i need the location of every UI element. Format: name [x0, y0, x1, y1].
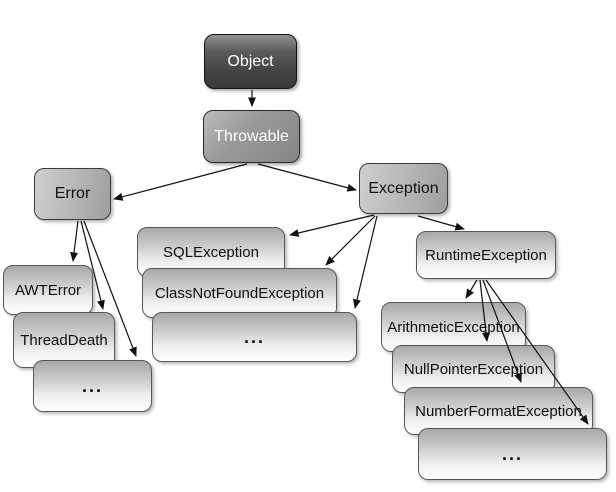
node-class-not-found-exception: ClassNotFoundException	[142, 268, 337, 318]
edge-exception-to-sql-exception	[289, 214, 375, 237]
node-exception: Exception	[359, 163, 448, 214]
node-runtime-more: ...	[418, 428, 607, 480]
edge-throwable-to-exception	[257, 163, 357, 192]
edge-error-to-awt-error	[70, 220, 79, 262]
edge-exception-to-exception-more	[353, 215, 378, 309]
edge-runtime-exception-to-arithmetic-exception	[465, 279, 478, 299]
edge-throwable-to-error	[113, 163, 248, 201]
node-runtime-exception: RuntimeException	[416, 231, 556, 279]
node-object: Object	[204, 34, 297, 89]
node-null-pointer-exception: NullPointerException	[392, 345, 555, 393]
node-awt-error: AWTError	[3, 265, 93, 315]
edge-exception-to-runtime-exception	[417, 215, 465, 231]
edge-exception-to-class-not-found-exception	[325, 215, 376, 266]
node-error-more: ...	[33, 360, 152, 412]
node-exception-more: ...	[152, 312, 357, 362]
node-error: Error	[34, 168, 111, 220]
node-throwable: Throwable	[203, 110, 300, 163]
